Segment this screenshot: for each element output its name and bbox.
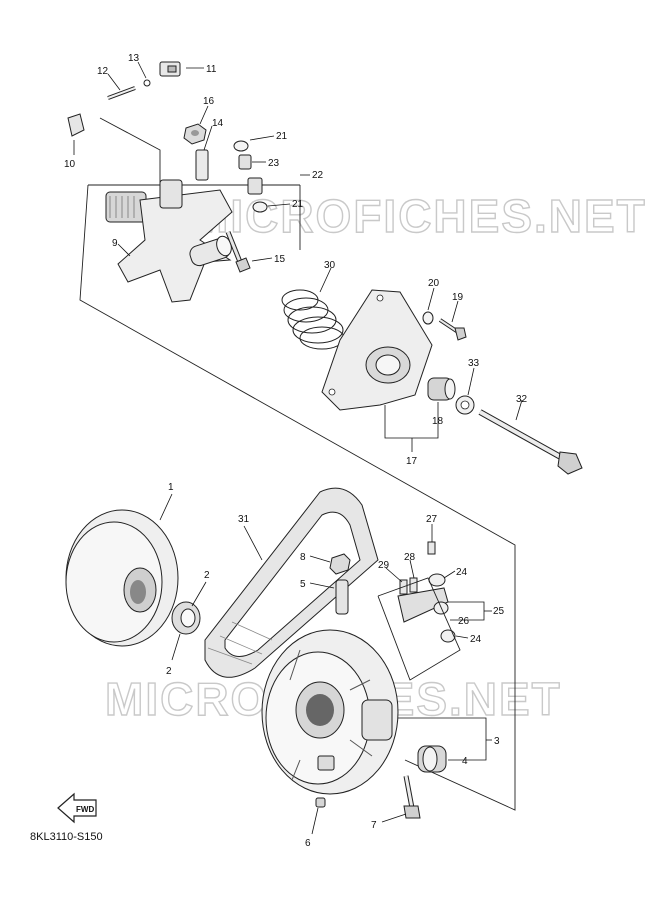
part-9-spider-hub	[105, 179, 233, 303]
callout-33: 33	[468, 358, 480, 369]
callout-2a: 2	[204, 570, 210, 581]
callout-22: 22	[312, 170, 324, 181]
part-15-bolt	[225, 231, 251, 273]
part-5-pin	[335, 579, 349, 615]
callout-7: 7	[371, 820, 377, 831]
callout-13: 13	[128, 53, 140, 64]
callout-group: 11 12 13 10 16 14 21 23 22 21 9 15 30 20…	[64, 53, 528, 849]
part-14-sleeve	[195, 149, 209, 181]
part-21-washer-a	[233, 140, 249, 152]
part-23-bushing-b	[247, 177, 263, 195]
callout-29: 29	[378, 560, 390, 571]
callout-30: 30	[324, 260, 336, 271]
assembly-frame	[79, 117, 516, 811]
callout-12: 12	[97, 66, 109, 77]
part-13-ring	[143, 79, 151, 87]
callout-25: 25	[493, 606, 505, 617]
callout-19: 19	[452, 292, 464, 303]
callout-20: 20	[428, 278, 440, 289]
callout-11: 11	[206, 64, 217, 75]
callout-23: 23	[268, 158, 280, 169]
callout-4: 4	[462, 756, 468, 767]
callout-14: 14	[212, 118, 224, 129]
part-23-bushing-a	[238, 154, 252, 170]
callout-2b: 2	[166, 666, 172, 677]
part-3-movable-sheave	[261, 629, 399, 795]
callout-26: 26	[458, 616, 470, 627]
part-12-pin	[107, 86, 136, 100]
callout-16: 16	[203, 96, 215, 107]
callout-27: 27	[426, 514, 438, 525]
part-19-bolt	[438, 318, 467, 341]
diagram-code: 8KL3110-S150	[30, 831, 103, 843]
callout-5: 5	[300, 579, 306, 590]
callout-3: 3	[494, 736, 500, 747]
part-30-spring	[281, 289, 345, 350]
callout-10: 10	[64, 159, 76, 170]
callout-24a: 24	[456, 567, 468, 578]
callout-32: 32	[516, 394, 528, 405]
part-17-cover-assembly	[321, 289, 433, 411]
part-1-fixed-sheave	[65, 509, 179, 647]
callout-9: 9	[112, 238, 118, 249]
fwd-arrow-icon: FWD	[57, 792, 97, 824]
fwd-label: FWD	[76, 805, 94, 814]
part-7-bolt	[403, 775, 421, 819]
callout-1: 1	[168, 482, 174, 493]
callout-21b: 21	[292, 199, 304, 210]
callout-17: 17	[406, 456, 418, 467]
part-32-long-bolt	[478, 409, 583, 475]
part-10-bracket	[67, 113, 85, 137]
part-2-bushing	[171, 601, 201, 635]
callout-31: 31	[238, 514, 250, 525]
part-4-bushing	[417, 745, 447, 773]
part-6-cap	[315, 797, 326, 808]
callout-18: 18	[432, 416, 444, 427]
part-11-clip	[159, 61, 181, 77]
callout-24b: 24	[470, 634, 482, 645]
callout-6: 6	[305, 838, 311, 849]
part-8-nut	[329, 553, 351, 575]
callout-21a: 21	[276, 131, 288, 142]
part-20-washer	[422, 311, 434, 325]
callout-15: 15	[274, 254, 286, 265]
part-16-nut	[183, 123, 207, 145]
part-21-washer-b	[252, 201, 268, 213]
watermark-upper: MICROFICHES.NET	[190, 190, 647, 242]
part-18-bushing	[427, 377, 456, 401]
part-31-drive-belt	[204, 487, 379, 678]
callout-8: 8	[300, 552, 306, 563]
callout-28: 28	[404, 552, 416, 563]
